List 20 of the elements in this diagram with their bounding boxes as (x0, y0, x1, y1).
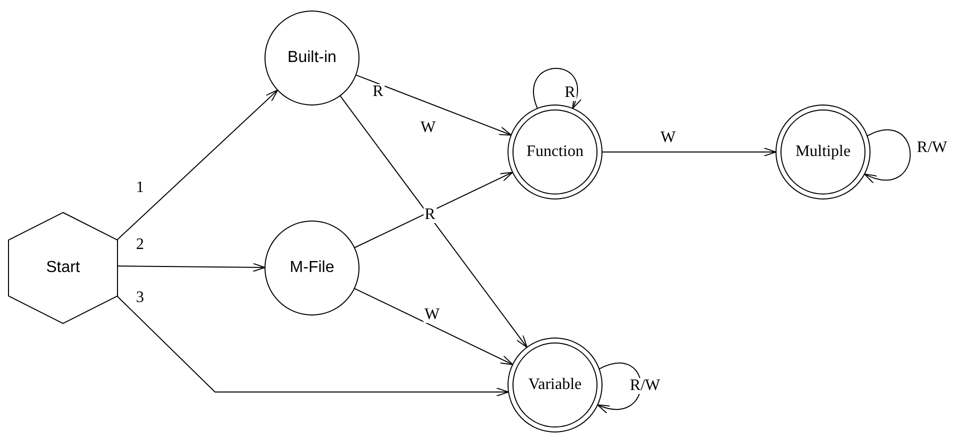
state-name: Function (526, 143, 584, 161)
state-name: M-File (290, 259, 334, 277)
transition-arrow (864, 130, 911, 182)
edge-label: W (423, 307, 441, 323)
transition-arrow (340, 95, 528, 348)
transition-arrow (355, 74, 512, 136)
transition-arrow (116, 296, 510, 396)
edge-label: R (424, 207, 436, 223)
transition-arrow (533, 68, 581, 109)
transition-arrow (116, 90, 278, 240)
edge-label: R/W (628, 378, 662, 394)
state-name: Multiple (795, 143, 851, 161)
transition-arrow (354, 288, 514, 366)
transition-arrow (354, 172, 514, 248)
state-name: Start (46, 259, 80, 277)
edge-label: R (564, 85, 576, 101)
transition-arrow (602, 148, 776, 156)
state-name: Built-in (288, 49, 336, 67)
transition-arrow (116, 262, 266, 272)
state-name: Variable (528, 376, 582, 394)
